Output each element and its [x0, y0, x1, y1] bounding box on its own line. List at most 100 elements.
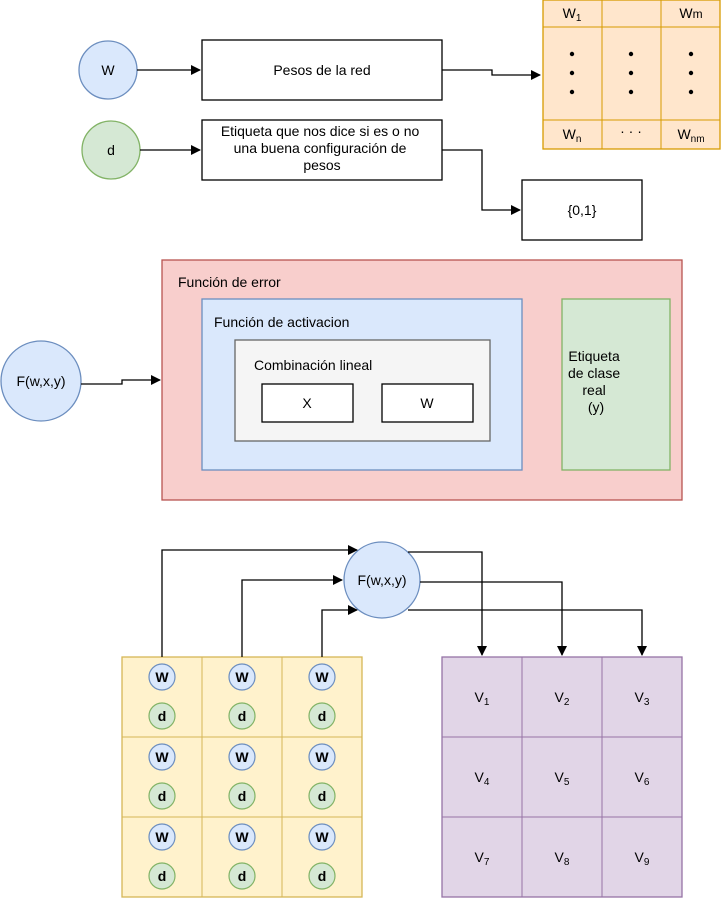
- top-section: W Pesos de la red d Etiqueta que nos dic…: [78, 39, 643, 241]
- func-circle-bottom: [343, 541, 421, 619]
- real-label-line-2: de clase: [568, 365, 620, 381]
- d-mini-circle: [148, 782, 176, 810]
- w-mini-circle-label: W: [315, 669, 329, 685]
- d-mini-circle: [308, 862, 336, 890]
- dot: [569, 89, 575, 95]
- w-mini-circle: [228, 823, 256, 851]
- middle-section: F(w,x,y) Función de error Función de act…: [0, 259, 683, 501]
- w-mini-circle: [148, 743, 176, 771]
- dot: [688, 70, 694, 76]
- dot: [688, 89, 694, 95]
- w-mini-circle: [228, 743, 256, 771]
- w-mini-circle: [148, 823, 176, 851]
- wd-cell: Wd: [148, 743, 176, 810]
- arrow-func-to-v3: [408, 609, 647, 656]
- d-mini-circle: [308, 702, 336, 730]
- v-grid-frame: [441, 656, 683, 898]
- w-mini-circle-label: W: [315, 749, 329, 765]
- dot: [628, 51, 634, 57]
- v-cell-8: V8: [555, 849, 570, 868]
- func-circle-middle: [0, 340, 82, 422]
- wd-cell: Wd: [148, 823, 176, 890]
- weights-label: Pesos de la red: [273, 62, 370, 78]
- activation-function-title: Función de activacion: [214, 314, 349, 330]
- wd-cell: Wd: [308, 663, 336, 730]
- d-mini-circle: [148, 862, 176, 890]
- matrix-cell-wnm: Wnm: [677, 126, 704, 145]
- wd-grid-frame: [121, 656, 363, 898]
- w-mini-circle: [308, 823, 336, 851]
- weight-matrix: W1 Wm Wn Wnm · · ·: [542, 0, 721, 150]
- matrix-cell-wm: Wm: [679, 5, 702, 21]
- d-mini-circle: [228, 782, 256, 810]
- real-label-box: [561, 298, 671, 471]
- matrix-vertical-dots: [569, 51, 694, 95]
- arrow-weights-to-matrix: [442, 69, 541, 80]
- arrow-col2-to-func: [241, 575, 343, 657]
- error-function-title: Función de error: [178, 274, 281, 290]
- dot: [628, 89, 634, 95]
- wd-cell: Wd: [228, 663, 256, 730]
- weights-box: [201, 39, 443, 101]
- w-mini-circle: [148, 663, 176, 691]
- wd-cell: Wd: [228, 743, 256, 810]
- real-label-text: Etiqueta de clase real (y): [568, 348, 624, 415]
- d-mini-circle-label: d: [158, 708, 167, 724]
- w-circle-label: W: [101, 62, 115, 78]
- matrix-cell-w1: W1: [563, 5, 582, 24]
- func-circle-bottom-label: F(w,x,y): [358, 572, 407, 588]
- d-circle-label: d: [107, 142, 115, 158]
- w-mini-circle-label: W: [155, 829, 169, 845]
- d-mini-circle: [308, 782, 336, 810]
- wd-cell: Wd: [148, 663, 176, 730]
- d-mini-circle-label: d: [158, 788, 167, 804]
- label-box-text: Etiqueta que nos dice si es o no una bue…: [221, 123, 423, 173]
- d-mini-circle: [228, 862, 256, 890]
- w-mini-circle-label: W: [235, 829, 249, 845]
- d-mini-circle-label: d: [238, 788, 247, 804]
- d-mini-circle-label: d: [238, 868, 247, 884]
- x-box: [261, 383, 354, 423]
- v-cell-9: V9: [635, 849, 650, 868]
- matrix-bottom-dots: · · ·: [620, 123, 642, 139]
- v-cell-3: V3: [635, 689, 650, 708]
- label-line-2: una buena configuración de: [234, 140, 407, 156]
- arrow-func-to-v2: [420, 581, 567, 656]
- dot: [688, 51, 694, 57]
- d-mini-circle-label: d: [318, 788, 327, 804]
- func-circle-middle-label: F(w,x,y): [17, 373, 66, 389]
- arrow-col3-to-func: [321, 605, 358, 657]
- v-cell-4: V4: [475, 769, 490, 788]
- v-cell-7: V7: [475, 849, 490, 868]
- w-box-label: W: [420, 395, 434, 411]
- real-label-line-4: (y): [588, 399, 604, 415]
- arrow-func-to-v1: [408, 551, 487, 656]
- w-box: [381, 383, 474, 423]
- wd-cell: Wd: [308, 823, 336, 890]
- dot: [628, 70, 634, 76]
- wd-cell: Wd: [228, 823, 256, 890]
- wd-cell: Wd: [308, 743, 336, 810]
- d-mini-circle: [228, 702, 256, 730]
- binary-set-box: [521, 179, 643, 241]
- v-cell-2: V2: [555, 689, 570, 708]
- label-box: [201, 119, 443, 181]
- v-cell-1: V1: [475, 689, 490, 708]
- x-box-label: X: [302, 395, 312, 411]
- arrow-label-to-set: [442, 149, 521, 215]
- d-mini-circle: [148, 702, 176, 730]
- dot: [569, 51, 575, 57]
- w-mini-circle: [308, 663, 336, 691]
- arrow-col1-to-func: [161, 545, 358, 657]
- label-line-3: pesos: [303, 157, 340, 173]
- v-cell-5: V5: [555, 769, 570, 788]
- linear-combination-title: Combinación lineal: [254, 357, 372, 373]
- w-mini-circle: [308, 743, 336, 771]
- arrow-func-to-error: [81, 375, 161, 385]
